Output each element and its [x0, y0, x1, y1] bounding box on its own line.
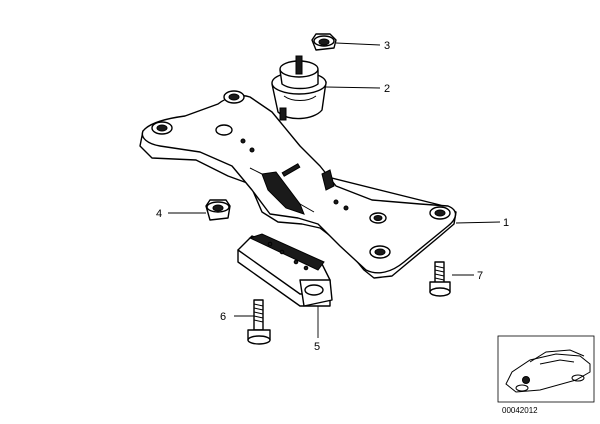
bracket-part-5[interactable]	[237, 233, 333, 307]
callout-1[interactable]: 1	[503, 217, 509, 229]
car-location-thumbnail[interactable]	[497, 335, 595, 403]
callout-7[interactable]: 7	[477, 270, 483, 282]
leader-lines	[168, 42, 501, 338]
callout-labels: 3 2 1 4 7 6 5	[156, 40, 509, 353]
callout-6[interactable]: 6	[220, 311, 226, 323]
callout-2[interactable]: 2	[384, 83, 390, 95]
nut-part-4[interactable]	[205, 199, 231, 221]
car-icon	[505, 349, 591, 393]
callout-5[interactable]: 5	[314, 341, 320, 353]
bolt-part-6[interactable]	[247, 299, 271, 345]
crossmember-part-1[interactable]	[139, 90, 457, 279]
callout-3[interactable]: 3	[384, 40, 390, 52]
reference-code: 00042012	[502, 406, 538, 415]
bolt-part-7[interactable]	[429, 261, 451, 297]
rubber-mount-part-2[interactable]	[271, 55, 327, 121]
nut-part-3[interactable]	[311, 33, 337, 51]
callout-4[interactable]: 4	[156, 208, 162, 220]
